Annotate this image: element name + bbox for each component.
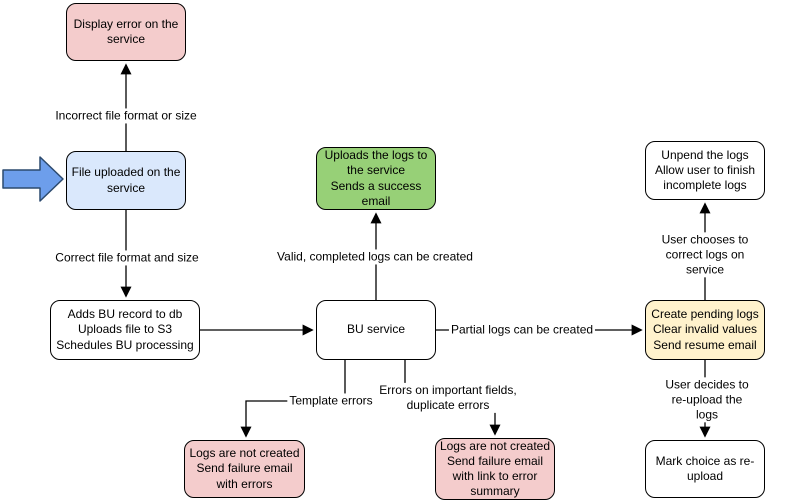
label-template-errors: Template errors [287,393,375,409]
node-unpend-logs: Unpend the logs Allow user to finish inc… [645,141,765,200]
node-adds-bu-record: Adds BU record to db Uploads file to S3 … [50,300,200,360]
node-bu-service: BU service [316,300,436,360]
input-arrow-icon [2,156,64,202]
label-incorrect-format: Incorrect file format or size [53,108,199,124]
node-display-error: Display error on the service [66,3,186,61]
label-user-decides: User decides to re-upload the logs [660,377,754,423]
node-file-uploaded: File uploaded on the service [66,151,186,210]
node-uploads-logs-success: Uploads the logs to the service Sends a … [316,147,436,210]
label-valid-logs: Valid, completed logs can be created [275,249,475,265]
label-correct-format: Correct file format and size [53,250,201,266]
label-user-chooses: User chooses to correct logs on service [657,232,753,278]
node-logs-not-created-summary: Logs are not created Send failure email … [435,438,555,500]
label-partial-logs: Partial logs can be created [448,322,596,338]
node-mark-reupload: Mark choice as re- upload [645,440,765,498]
node-logs-not-created-errors: Logs are not created Send failure email … [184,440,305,498]
label-important-fields: Errors on important fields, duplicate er… [377,382,519,414]
node-create-pending-logs: Create pending logs Clear invalid values… [645,300,765,360]
